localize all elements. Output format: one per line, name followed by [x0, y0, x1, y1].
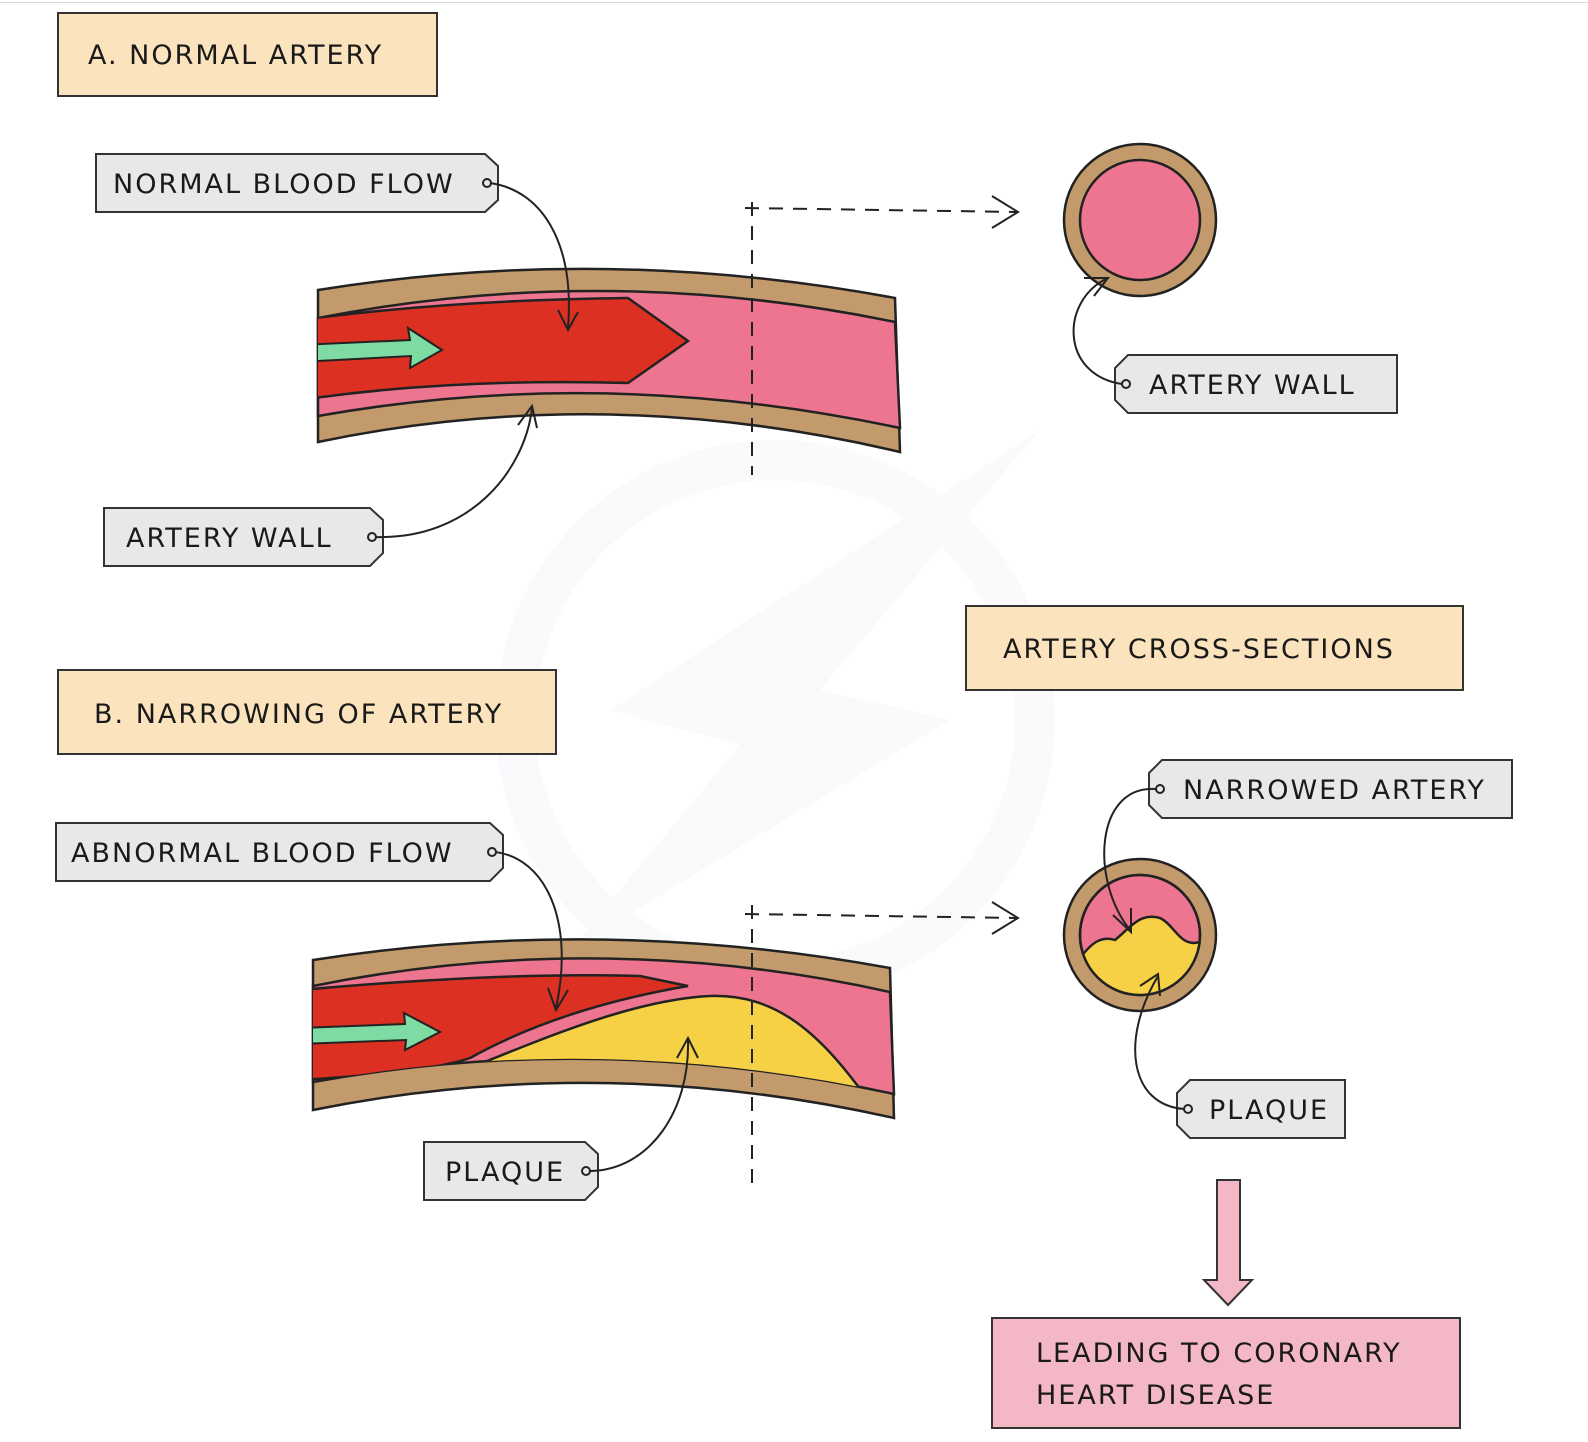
plaque-cross [1080, 915, 1200, 995]
abnormal-blood-flow-label: ABNORMAL BLOOD FLOW [55, 822, 504, 882]
narrowed-artery-pointer [1103, 787, 1157, 931]
watermark-logo [495, 430, 1055, 1000]
svg-text:PLAQUE: PLAQUE [445, 1157, 565, 1188]
normal-artery-section [316, 195, 1020, 475]
svg-text:ARTERY CROSS-SECTIONS: ARTERY CROSS-SECTIONS [1003, 634, 1395, 665]
svg-text:B. NARROWING OF ARTERY: B. NARROWING OF ARTERY [94, 699, 503, 730]
svg-text:LEADING TO CORONARY: LEADING TO CORONARY [1036, 1338, 1402, 1369]
svg-text:ARTERY WALL: ARTERY WALL [1149, 370, 1356, 401]
section-arrow-a [744, 207, 1019, 213]
plaque-label-cross: PLAQUE [1176, 1079, 1346, 1139]
narrowed-cross-section [1062, 857, 1218, 1013]
plaque-pointer-b [589, 1039, 690, 1172]
flow-arrow [318, 325, 444, 370]
narrowed-artery-section [311, 901, 1020, 1185]
section-b-heading: B. NARROWING OF ARTERY [57, 669, 557, 755]
normal-flow-pointer [489, 182, 570, 329]
artery-wall-pointer-a [374, 407, 533, 539]
svg-text:ABNORMAL BLOOD FLOW: ABNORMAL BLOOD FLOW [71, 838, 454, 869]
abnormal-flow-pointer [494, 851, 563, 1009]
artery-wall-label-a: ARTERY WALL [103, 507, 384, 567]
blood-flow-region [318, 296, 691, 402]
svg-text:NARROWED ARTERY: NARROWED ARTERY [1183, 775, 1486, 806]
section-arrow-b [744, 913, 1019, 919]
normal-blood-flow-label: NORMAL BLOOD FLOW [95, 153, 499, 213]
outcome-box: LEADING TO CORONARY HEART DISEASE [991, 1317, 1461, 1429]
svg-text:HEART DISEASE: HEART DISEASE [1036, 1380, 1275, 1411]
top-border-line [0, 2, 1588, 3]
normal-cross-section [1062, 142, 1218, 298]
plaque-pointer-cross [1134, 975, 1185, 1110]
flow-arrow-b [313, 1011, 443, 1052]
svg-text:PLAQUE: PLAQUE [1209, 1095, 1329, 1126]
plaque-label-b: PLAQUE [423, 1141, 599, 1201]
svg-text:ARTERY WALL: ARTERY WALL [126, 523, 333, 554]
section-a-heading: A. NORMAL ARTERY [57, 12, 438, 97]
narrowed-artery-label: NARROWED ARTERY [1148, 759, 1513, 819]
cross-sections-heading: ARTERY CROSS-SECTIONS [965, 605, 1464, 691]
down-arrow [1201, 1179, 1255, 1307]
artery-wall-pointer-cross [1072, 277, 1123, 385]
svg-text:A. NORMAL ARTERY: A. NORMAL ARTERY [88, 40, 383, 71]
svg-text:NORMAL BLOOD FLOW: NORMAL BLOOD FLOW [113, 169, 455, 200]
artery-wall-label-cross: ARTERY WALL [1114, 354, 1398, 414]
